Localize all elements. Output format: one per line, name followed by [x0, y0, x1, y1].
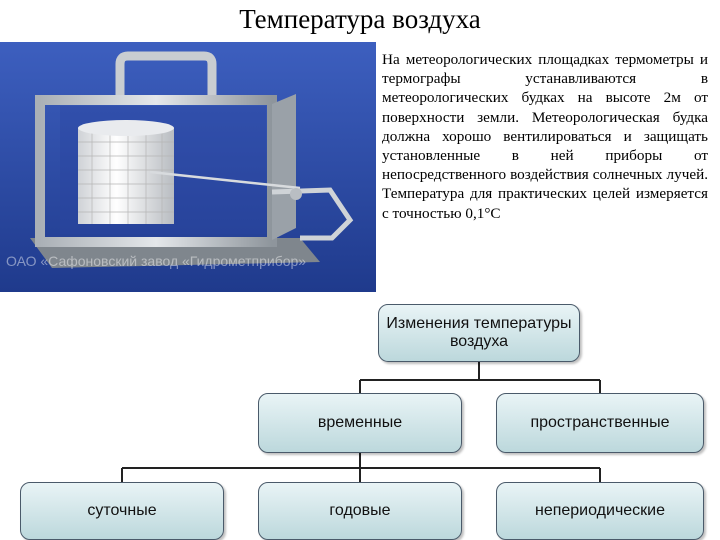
diagram-node-spatial: пространственные — [496, 393, 704, 453]
thermograph-photo: ОАО «Сафоновский завод «Гидрометприбор» — [0, 42, 376, 292]
diagram-node-daily: суточные — [20, 482, 224, 540]
photo-watermark: ОАО «Сафоновский завод «Гидрометприбор» — [6, 253, 306, 269]
diagram-node-annual: годовые — [258, 482, 462, 540]
description-paragraph: На метеорологических площадках термометр… — [382, 51, 708, 222]
diagram-root-box: Изменения температуры воздуха — [378, 304, 580, 362]
diagram-node-nonperiodic: непериодические — [496, 482, 704, 540]
slide-title: Температура воздуха — [239, 4, 481, 34]
diagram-node-temporal: временные — [258, 393, 462, 453]
